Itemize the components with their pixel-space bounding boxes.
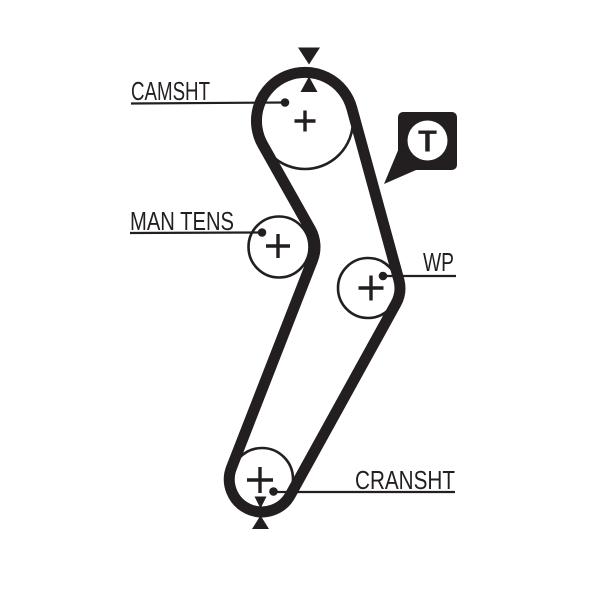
crankshaft-label: CRANSHT bbox=[355, 465, 455, 495]
camshaft-timing-mark-outer-icon bbox=[298, 47, 320, 65]
water-pump-center-cross bbox=[358, 275, 384, 301]
tensioner-badge-letter: T bbox=[418, 124, 437, 159]
timing-belt bbox=[223, 66, 406, 518]
water-pump-leader-dot bbox=[378, 271, 388, 281]
camshaft-leader-dot bbox=[280, 98, 290, 107]
camshaft-center-cross bbox=[294, 110, 316, 132]
crankshaft-timing-mark-outer-icon bbox=[252, 515, 269, 529]
crankshaft-leader-dot bbox=[269, 487, 278, 496]
manual-tensioner-center-cross bbox=[266, 234, 290, 258]
manual-tensioner-leader-dot bbox=[257, 228, 267, 237]
camshaft-label: CAMSHT bbox=[131, 76, 210, 106]
camshaft-leader-line bbox=[130, 101, 286, 105]
tensioner-badge-circle bbox=[407, 120, 448, 161]
tensioner-badge: T bbox=[384, 112, 457, 184]
crankshaft-center-cross bbox=[247, 467, 273, 493]
crankshaft-timing-mark-inner-icon bbox=[254, 496, 267, 509]
manual-tensioner-leader-line bbox=[129, 231, 263, 235]
manual-tensioner-label: MAN TENS bbox=[130, 206, 234, 236]
camshaft-timing-mark-inner-icon bbox=[300, 76, 318, 92]
water-pump-label: WP bbox=[423, 247, 454, 277]
